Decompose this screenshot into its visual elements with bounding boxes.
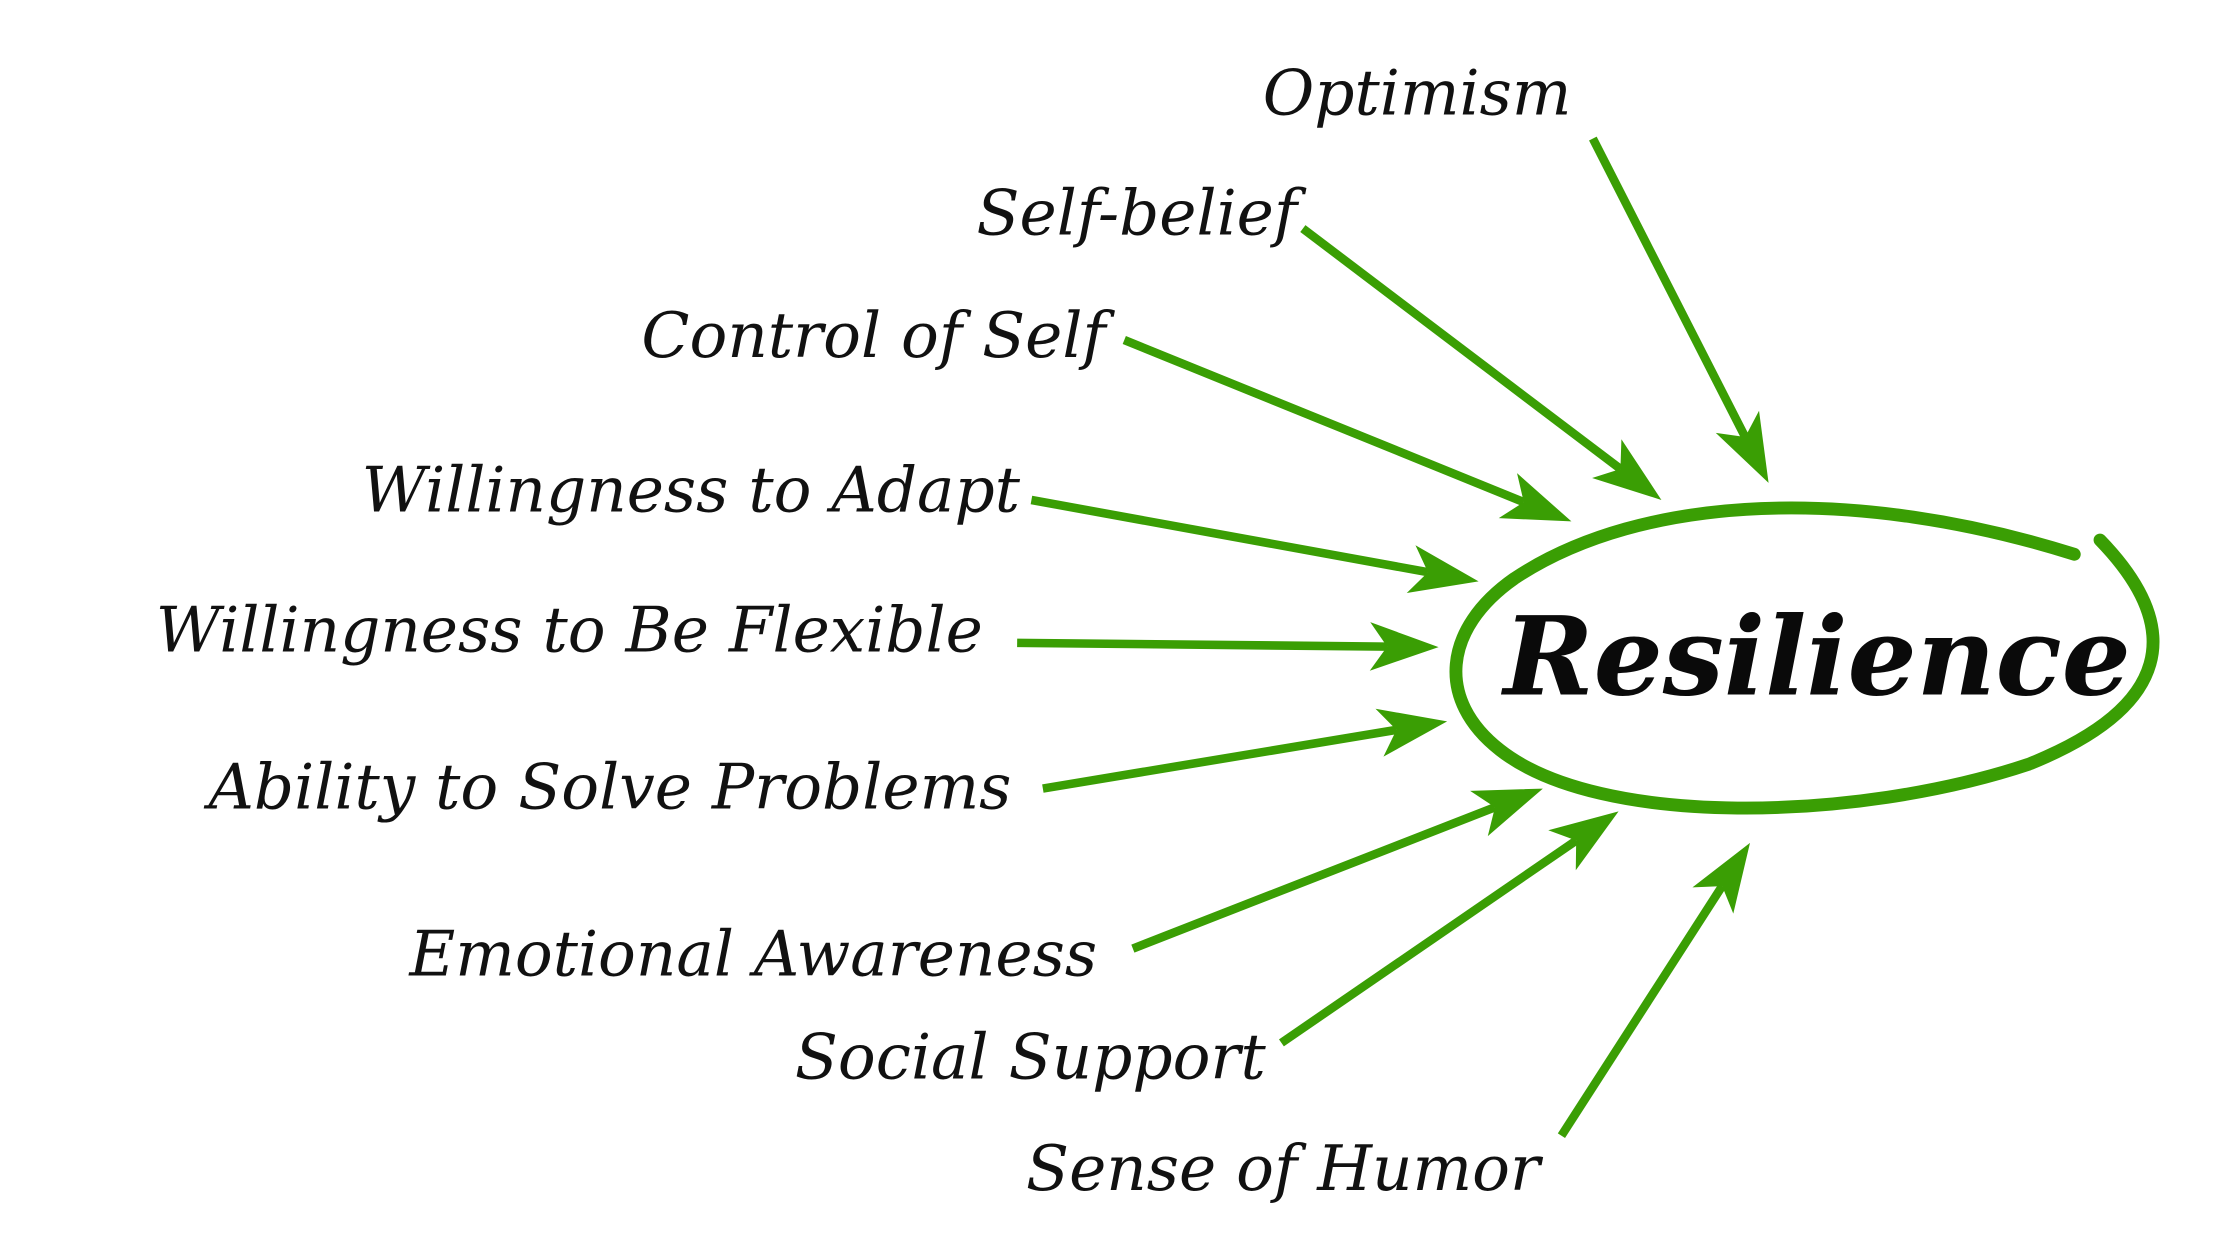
factor-label-willingness-to-be-flexible: Willingness to Be Flexible <box>156 593 983 666</box>
arrow-shaft-1 <box>1300 225 1624 473</box>
arrow-shaft-2 <box>1122 336 1526 507</box>
arrow-shaft-5 <box>1042 725 1398 793</box>
center-ellipse <box>1449 501 2160 815</box>
factor-label-willingness-to-adapt: Willingness to Adapt <box>362 453 1021 526</box>
arrow-shaft-6 <box>1131 803 1497 953</box>
factor-label-optimism: Optimism <box>1263 56 1572 129</box>
arrow-shaft-0 <box>1589 136 1750 439</box>
arrow-shaft-8 <box>1557 883 1726 1139</box>
factor-label-sense-of-humor: Sense of Humor <box>1026 1132 1544 1205</box>
arrow-shaft-4 <box>1017 638 1388 651</box>
arrowhead-icon <box>1498 473 1572 522</box>
arrowhead-icon <box>1369 622 1439 671</box>
arrow-shaft-7 <box>1279 837 1579 1047</box>
factor-label-ability-to-solve-problems: Ability to Solve Problems <box>204 751 1012 824</box>
arrowhead-icon <box>1406 545 1479 594</box>
center-label: Resilience <box>1500 592 2130 720</box>
arrow-shaft-3 <box>1030 495 1429 577</box>
factor-label-emotional-awareness: Emotional Awareness <box>408 918 1097 991</box>
arrowhead-icon <box>1548 811 1619 871</box>
arrowhead-icon <box>1470 788 1543 837</box>
arrowhead-icon <box>1375 708 1448 757</box>
arrowhead-icon <box>1692 842 1750 914</box>
factor-label-social-support: Social Support <box>795 1021 1267 1094</box>
arrows <box>1017 136 1769 1139</box>
arrowhead-icon <box>1592 439 1662 500</box>
factor-label-control-of-self: Control of Self <box>641 299 1115 372</box>
factor-label-self-belief: Self-belief <box>976 176 1306 249</box>
arrowhead-icon <box>1715 410 1769 483</box>
